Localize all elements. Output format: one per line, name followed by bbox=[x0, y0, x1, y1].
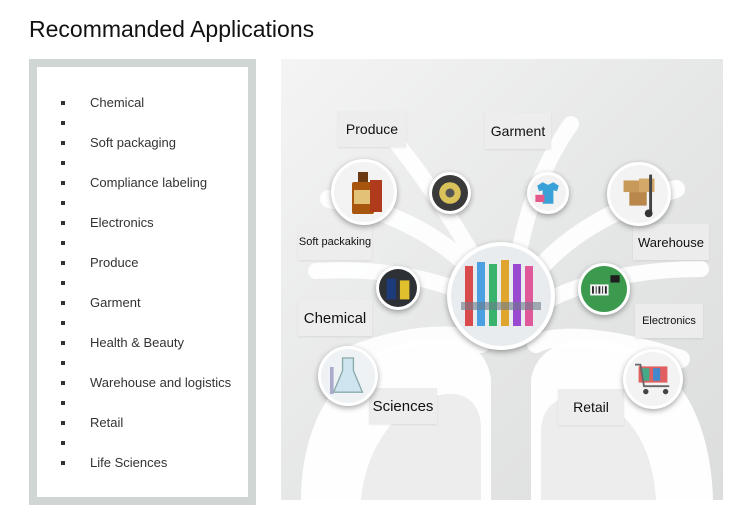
tree-label-retail: Retail bbox=[558, 389, 624, 425]
clothing-tags-icon bbox=[527, 172, 569, 214]
application-item-empty bbox=[61, 393, 248, 413]
application-item: Health & Beauty bbox=[61, 333, 248, 353]
page-title: Recommanded Applications bbox=[29, 16, 315, 42]
test-tubes-icon bbox=[447, 242, 555, 350]
application-item: Chemical bbox=[61, 93, 248, 113]
shopping-cart-icon bbox=[623, 349, 683, 409]
circuit-board-icon bbox=[578, 263, 630, 315]
tree-label-chemical: Chemical bbox=[298, 300, 372, 336]
application-item: Life Sciences bbox=[61, 453, 248, 473]
application-item: Soft packaging bbox=[61, 133, 248, 153]
application-item: Compliance labeling bbox=[61, 173, 248, 193]
tree-label-soft-packaging: Soft packaking bbox=[298, 224, 372, 260]
application-item-empty bbox=[61, 313, 248, 333]
applications-tree-illustration: Produce Garment Soft packaking Warehouse… bbox=[281, 59, 723, 500]
tree-label-warehouse: Warehouse bbox=[633, 224, 709, 260]
application-item-empty bbox=[61, 273, 248, 293]
application-item-empty bbox=[61, 433, 248, 453]
application-item-empty bbox=[61, 353, 248, 373]
application-item: Garment bbox=[61, 293, 248, 313]
application-item-empty bbox=[61, 113, 248, 133]
tree-label-produce: Produce bbox=[338, 111, 406, 147]
application-item: Warehouse and logistics bbox=[61, 373, 248, 393]
application-item: Electronics bbox=[61, 213, 248, 233]
tree-label-electronics: Electronics bbox=[635, 304, 703, 338]
tree-label-sciences: Sciences bbox=[369, 388, 437, 424]
application-item-empty bbox=[61, 233, 248, 253]
hand-truck-boxes-icon bbox=[607, 162, 671, 226]
tree-label-garment: Garment bbox=[485, 113, 551, 149]
application-item-empty bbox=[61, 153, 248, 173]
label-roll-icon bbox=[429, 172, 471, 214]
chemical-bottles-icon bbox=[376, 266, 420, 310]
application-item: Produce bbox=[61, 253, 248, 273]
liquor-bottle-icon bbox=[331, 159, 397, 225]
application-item: Retail bbox=[61, 413, 248, 433]
application-item-empty bbox=[61, 193, 248, 213]
lab-flask-icon bbox=[318, 346, 378, 406]
